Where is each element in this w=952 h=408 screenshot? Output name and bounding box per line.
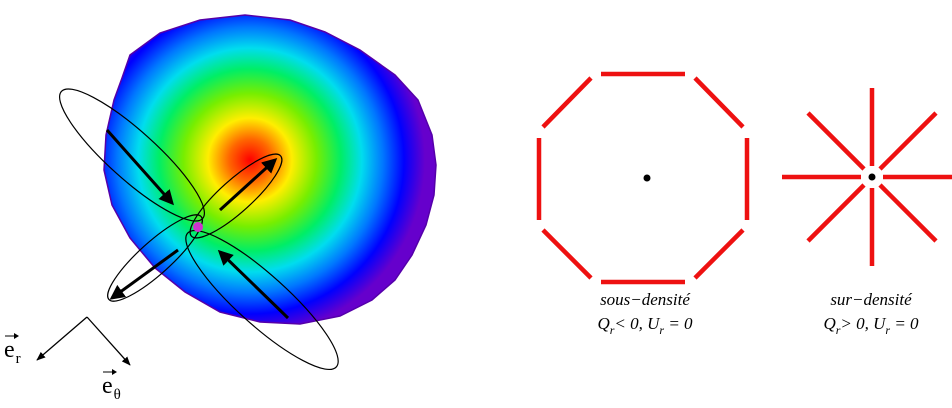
basis-vectors xyxy=(36,316,131,366)
svg-text:eθ: eθ xyxy=(102,373,121,403)
polarization-bar xyxy=(806,111,866,171)
under-density-condition: Qr< 0, Ur = 0 xyxy=(597,314,693,337)
e-theta-label: eθ xyxy=(102,369,121,403)
ellipse-upper-right xyxy=(189,153,283,239)
arrow-outflow-upper xyxy=(218,157,278,212)
arrow-inflow-lower xyxy=(217,249,290,320)
over-density-pattern: sur−densité Qr> 0, Ur = 0 xyxy=(782,88,952,337)
e-r-vector-tip xyxy=(14,333,19,339)
right-panel: sous−densité Qr< 0, Ur = 0 sur−densité Q… xyxy=(536,71,952,337)
arrow-outflow-lower xyxy=(109,248,179,300)
polarization-bar xyxy=(878,111,938,171)
center-marker xyxy=(193,222,203,232)
polarization-bar xyxy=(693,228,745,280)
over-density-center-dot xyxy=(868,173,876,181)
e-theta-vector-tip xyxy=(112,369,117,375)
under-density-center-dot xyxy=(643,174,651,182)
polarization-ellipses xyxy=(58,88,339,371)
over-density-condition: Qr> 0, Ur = 0 xyxy=(823,314,919,337)
under-density-pattern: sous−densité Qr< 0, Ur = 0 xyxy=(536,71,750,337)
density-blob xyxy=(103,14,437,325)
tangential-bars xyxy=(536,71,750,285)
radial-bars xyxy=(782,88,952,266)
flow-arrows xyxy=(105,129,290,320)
polarization-bar xyxy=(806,183,866,243)
e-r-label: er xyxy=(4,333,21,367)
svg-text:er: er xyxy=(4,337,21,367)
arrow-inflow-upper xyxy=(105,129,174,206)
under-density-caption: sous−densité xyxy=(600,290,691,309)
ellipse-lower-left xyxy=(107,214,203,302)
polarization-bar xyxy=(541,228,593,280)
over-density-caption: sur−densité xyxy=(830,290,913,309)
left-panel: er eθ xyxy=(4,14,437,403)
e-r-axis xyxy=(36,316,88,361)
e-theta-axis xyxy=(86,316,131,366)
polarization-bar xyxy=(878,183,938,243)
polarization-bar xyxy=(541,76,593,129)
polarization-bar xyxy=(693,76,745,129)
ellipse-lower-right xyxy=(185,229,339,371)
